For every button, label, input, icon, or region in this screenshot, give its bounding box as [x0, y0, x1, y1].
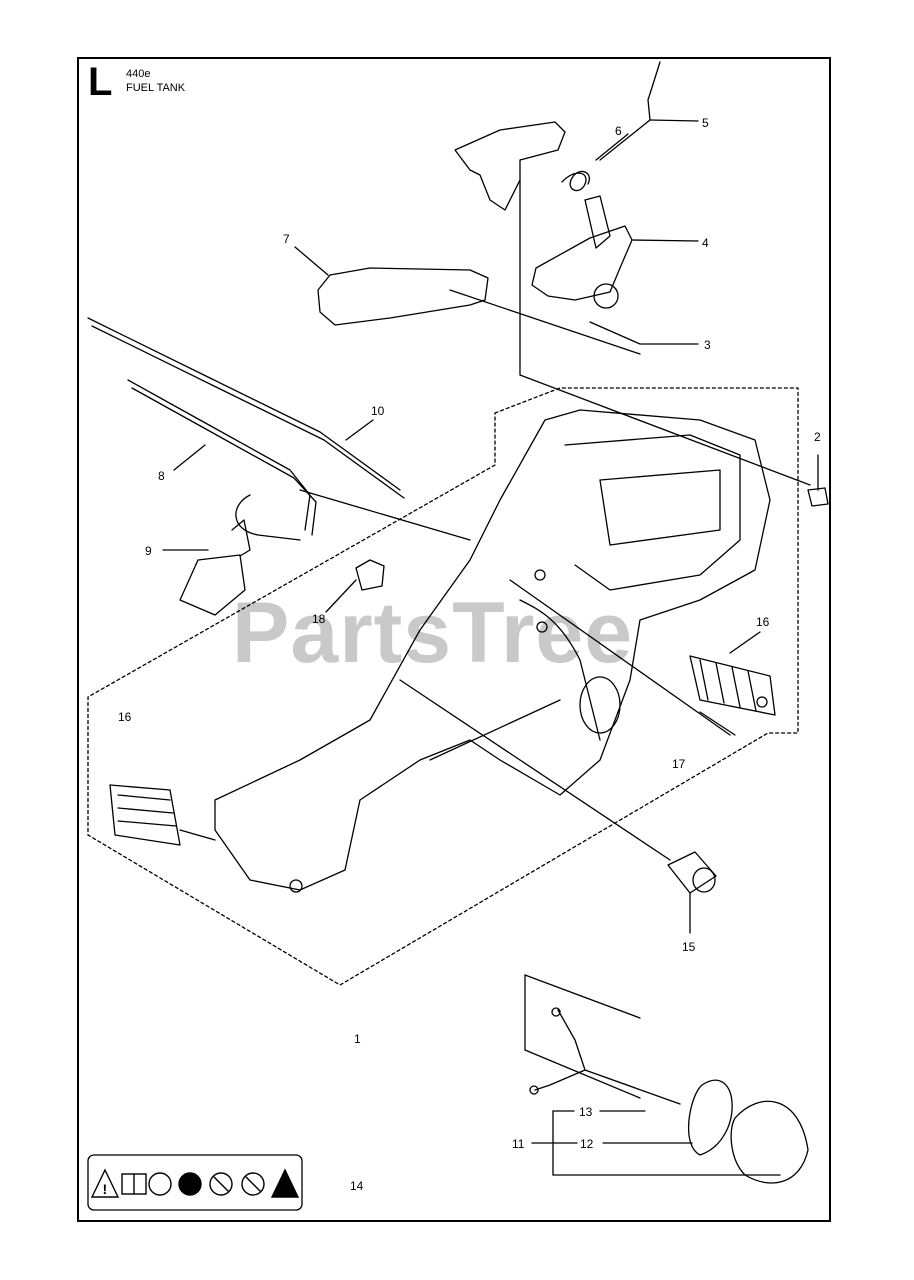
fuel-filter-9 — [179, 554, 246, 616]
callout-17: 17 — [672, 757, 686, 771]
callout-14: 14 — [350, 1179, 364, 1193]
callout-18: 18 — [312, 612, 326, 626]
impulse-hose-8 — [127, 379, 311, 531]
throttle-wire-5 — [599, 61, 661, 161]
callout-6: 6 — [615, 124, 622, 138]
callout-2: 2 — [814, 430, 821, 444]
fuel-hose-10 — [87, 317, 401, 491]
callout-4: 4 — [702, 236, 709, 250]
warning-triangle-icon — [90, 1168, 120, 1198]
handle-part-4 — [531, 225, 633, 301]
diagram-title: FUEL TANK — [126, 82, 186, 94]
section-letter: L — [88, 60, 113, 104]
group-dotted-outline — [87, 387, 799, 986]
kickback-warning-icon — [270, 1168, 300, 1198]
callout-5: 5 — [702, 116, 709, 130]
diagram-frame — [77, 57, 831, 1222]
warning-decal-14 — [87, 1154, 303, 1211]
fuel-cap-assembly — [529, 1007, 809, 1184]
callout-16-right: 16 — [756, 615, 770, 629]
callout-10: 10 — [371, 404, 385, 418]
watermark-logo: PartsTree — [232, 585, 634, 681]
callout-7: 7 — [283, 232, 290, 246]
callout-11: 11 — [512, 1137, 525, 1151]
top-handle-bracket — [454, 121, 566, 211]
model-number: 440e — [126, 68, 151, 80]
hearing-protection-icon — [148, 1172, 172, 1196]
lever-part-7 — [317, 267, 489, 326]
callout-16-left: 16 — [118, 710, 132, 724]
no-one-hand-icon — [178, 1172, 202, 1196]
no-kickback-icon — [209, 1172, 233, 1196]
callout-9: 9 — [145, 544, 152, 558]
decal-icons: ! — [90, 1168, 300, 1198]
fuel-tank-body-1 — [214, 409, 771, 891]
fitting-18 — [355, 559, 385, 591]
av-spring-16-right — [689, 655, 776, 716]
spring-6 — [561, 170, 590, 192]
av-spring-16-left — [109, 784, 216, 846]
no-person-icon — [241, 1172, 265, 1196]
screw-2 — [807, 487, 829, 507]
callout-3: 3 — [704, 338, 711, 352]
callout-12: 12 — [580, 1137, 594, 1151]
cap-15 — [667, 851, 717, 894]
callout-13: 13 — [579, 1105, 593, 1119]
callout-8: 8 — [158, 469, 165, 483]
svg-text:!: ! — [103, 1181, 108, 1197]
callout-15: 15 — [682, 940, 696, 954]
callout-1: 1 — [354, 1032, 361, 1046]
